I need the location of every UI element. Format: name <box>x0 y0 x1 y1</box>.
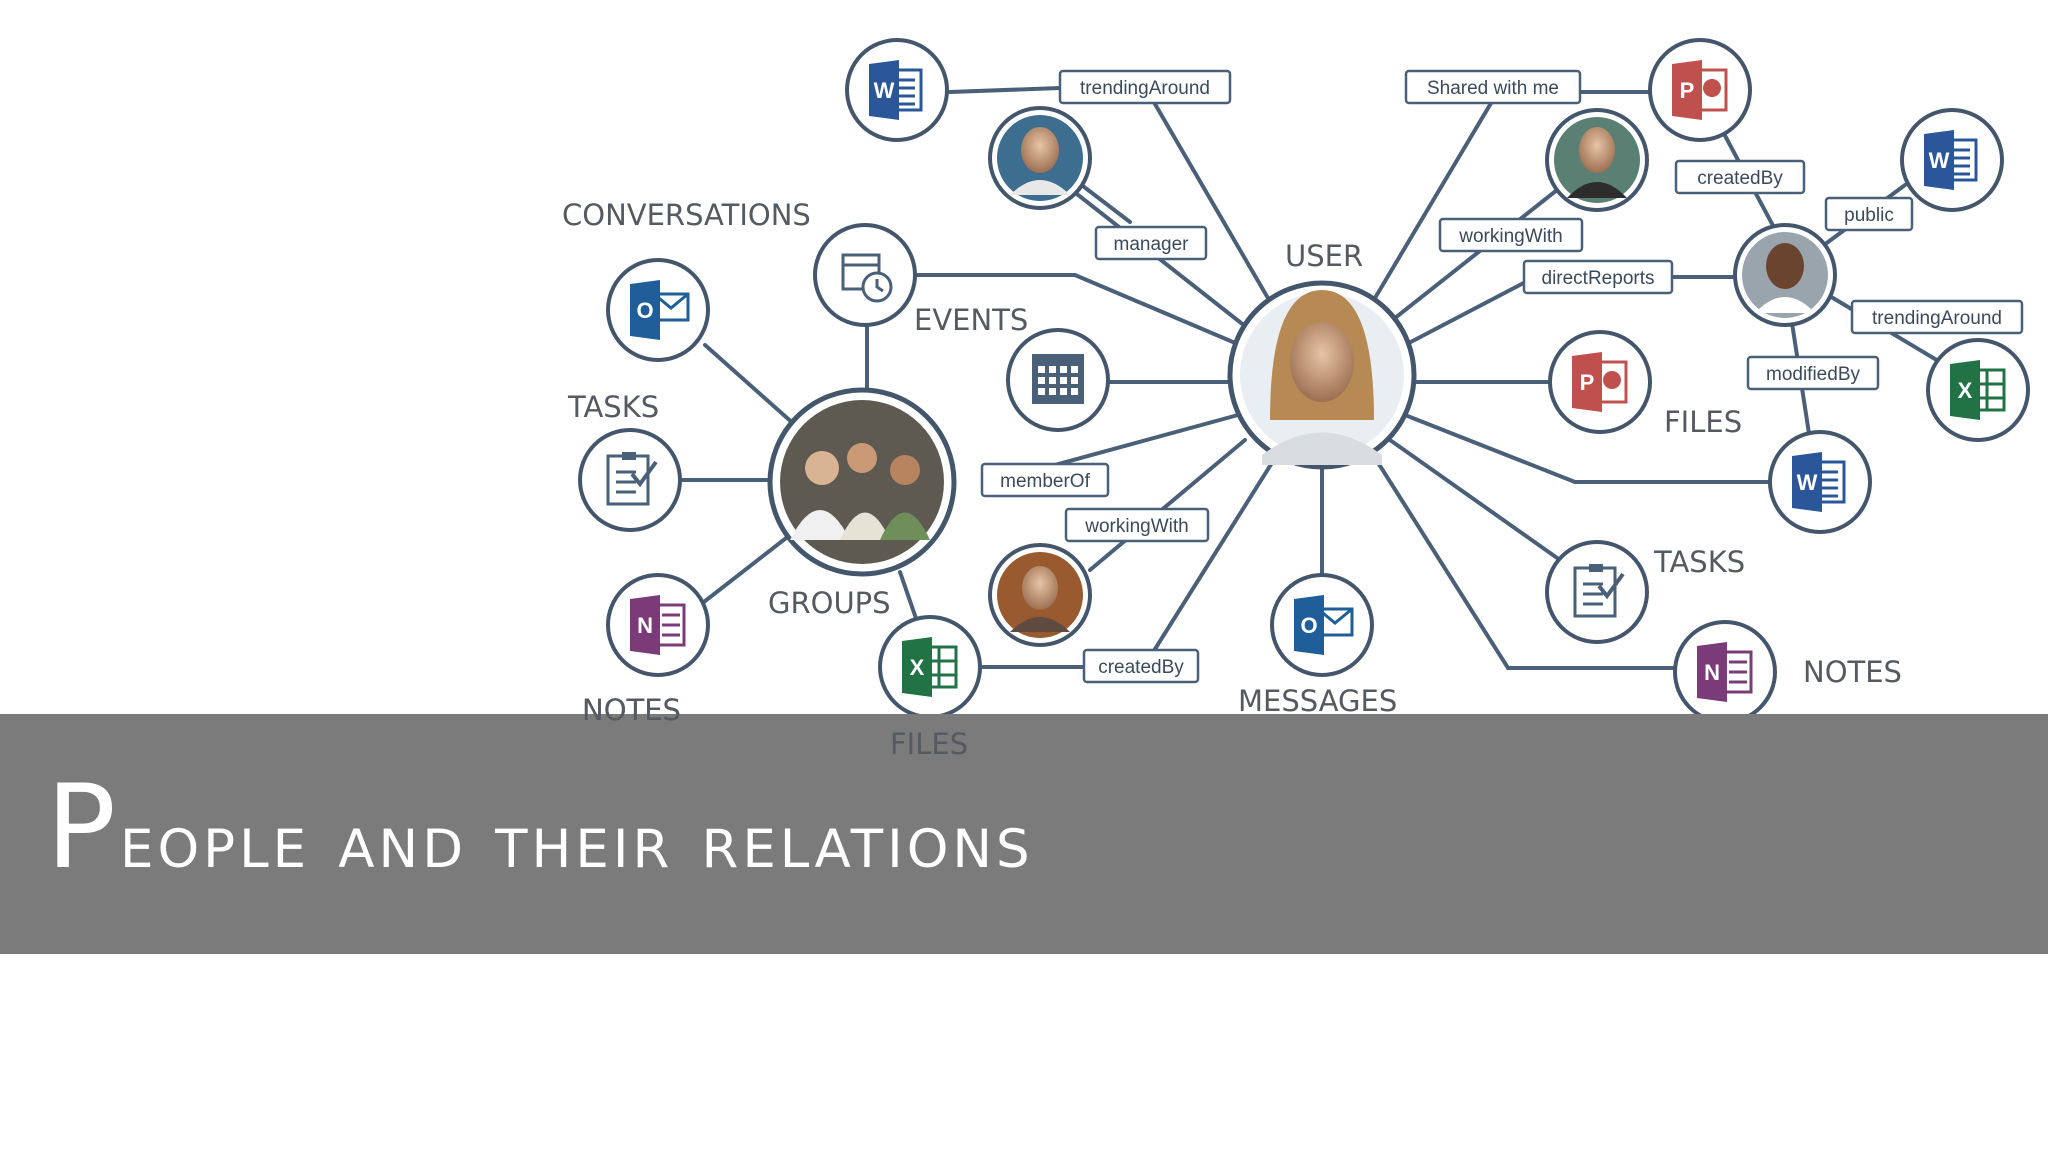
colleague-avatar-top <box>1545 108 1649 212</box>
overlap-labels: NOTES FILES <box>582 700 968 761</box>
tasks-icon <box>578 428 682 532</box>
edge-user-shared <box>1373 86 1502 300</box>
svg-text:createdBy: createdBy <box>1697 168 1783 189</box>
svg-text:memberOf: memberOf <box>1000 471 1090 492</box>
edge-user-events <box>903 273 1242 347</box>
label-notes-left-overlay: NOTES <box>582 700 681 727</box>
svg-text:X: X <box>1958 378 1973 403</box>
label-events: EVENTS <box>914 303 1028 337</box>
svg-text:O: O <box>636 298 653 323</box>
outlook-icon: O <box>1270 573 1374 677</box>
title-banner <box>0 714 2048 954</box>
edge-label: workingWith <box>1438 217 1584 253</box>
colleague-avatar-bottom <box>988 543 1092 647</box>
excel-icon: X <box>1926 338 2030 442</box>
edge-user-files-word <box>1403 413 1777 484</box>
user-hub-avatar <box>1227 280 1417 470</box>
edge-user-top-word <box>1146 90 1274 307</box>
svg-text:P: P <box>1580 370 1595 395</box>
groups-hub-photo <box>767 387 957 577</box>
manager-avatar <box>988 106 1092 210</box>
svg-text:workingWith: workingWith <box>1084 516 1188 537</box>
edge-groups-notes <box>698 533 792 607</box>
label-tasks-left: TASKS <box>567 390 659 424</box>
manager-avatar-right <box>1733 223 1837 327</box>
section-labels: CONVERSATIONS EVENTS USER TASKS GROUPS N… <box>562 198 1902 714</box>
label-user: USER <box>1285 239 1363 273</box>
edge-manager-photo <box>1073 178 1132 224</box>
svg-text:X: X <box>910 655 925 680</box>
edge-label: trendingAround <box>1058 69 1232 105</box>
svg-text:O: O <box>1300 613 1317 638</box>
edge-label: createdBy <box>1674 159 1806 195</box>
powerpoint-icon: P <box>1648 38 1752 142</box>
calendar-icon <box>1006 328 1110 432</box>
label-files-left-overlay: FILES <box>890 727 968 761</box>
svg-text:manager: manager <box>1114 234 1190 255</box>
svg-text:modifiedBy: modifiedBy <box>1766 364 1860 385</box>
relations-diagram: W W W P P X <box>562 38 2030 714</box>
svg-text:createdBy: createdBy <box>1098 657 1184 678</box>
edge-groups-conversations <box>703 343 797 427</box>
page-title: People and their relations <box>46 760 1034 895</box>
edge-labels: trendingAround Shared with me createdBy … <box>980 69 2024 684</box>
svg-text:N: N <box>637 613 653 638</box>
svg-text:Shared with me: Shared with me <box>1427 78 1559 99</box>
tasks-icon <box>1545 540 1649 644</box>
edge-label: public <box>1824 196 1914 232</box>
svg-text:W: W <box>1929 148 1950 173</box>
svg-text:trendingAround: trendingAround <box>1872 308 2002 329</box>
edge-label: trendingAround <box>1850 299 2024 335</box>
edge-label: memberOf <box>980 462 1110 498</box>
label-conversations: CONVERSATIONS <box>562 198 811 232</box>
edge-user-workingwith-bottom <box>1088 438 1247 572</box>
events-clock-icon <box>813 223 917 327</box>
svg-text:workingWith: workingWith <box>1458 226 1562 247</box>
edge-label: modifiedBy <box>1746 355 1880 391</box>
edge-label: manager <box>1094 225 1208 261</box>
edge-user-tasks <box>1388 438 1562 562</box>
svg-text:trendingAround: trendingAround <box>1080 78 1210 99</box>
edge-user-created-excel <box>1143 456 1277 667</box>
svg-text:P: P <box>1680 78 1695 103</box>
onenote-icon: N <box>606 573 710 677</box>
excel-icon: X <box>878 615 982 714</box>
label-notes-left: NOTES <box>582 693 681 714</box>
edge-trending-word <box>948 86 1062 94</box>
word-icon: W <box>845 38 949 142</box>
powerpoint-icon: P <box>1548 330 1652 434</box>
edge-label: workingWith <box>1064 507 1210 543</box>
word-icon: W <box>1768 430 1872 534</box>
svg-text:directReports: directReports <box>1542 268 1655 289</box>
onenote-icon: N <box>1673 620 1777 714</box>
svg-text:N: N <box>1704 660 1720 685</box>
label-notes-right: NOTES <box>1803 655 1902 689</box>
edge-label: Shared with me <box>1404 69 1582 105</box>
svg-text:W: W <box>1797 470 1818 495</box>
label-files-right: FILES <box>1664 405 1742 439</box>
edge-user-notes <box>1368 448 1677 670</box>
word-icon: W <box>1900 108 2004 212</box>
label-messages: MESSAGES <box>1238 684 1397 714</box>
edge-label: createdBy <box>1082 648 1200 684</box>
label-groups: GROUPS <box>768 586 891 620</box>
edge-label: directReports <box>1522 259 1674 295</box>
svg-text:W: W <box>874 78 895 103</box>
svg-text:public: public <box>1844 205 1894 226</box>
label-tasks-right: TASKS <box>1653 545 1745 579</box>
outlook-icon: O <box>606 258 710 362</box>
